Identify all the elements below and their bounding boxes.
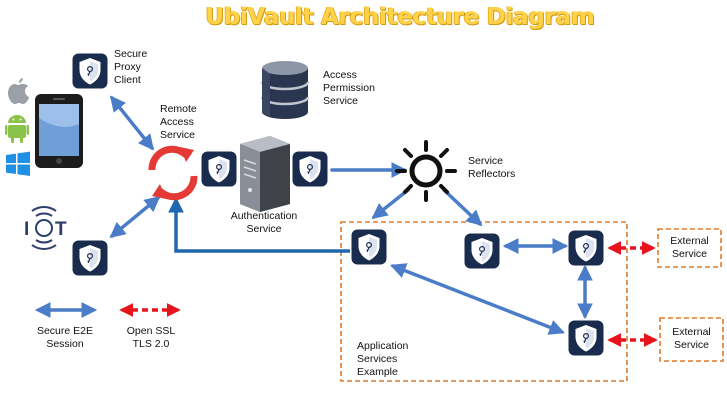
link-reflector-to-app-mid (442, 188, 483, 227)
shield-icon-app-left (351, 229, 387, 265)
label-access-permission-service: Access Permission Service (323, 69, 375, 107)
sun-reflector-icon (395, 140, 457, 202)
link-reflector-to-app-left (371, 188, 410, 219)
shield-icon-auth-service (292, 151, 328, 187)
windows-icon (6, 151, 30, 176)
label-external-service-2: External Service (672, 326, 711, 351)
external-service-box-2 (659, 317, 724, 362)
external-service-box-1 (657, 228, 722, 268)
database-icon (260, 61, 310, 119)
shield-icon-remote-access (201, 151, 237, 187)
link-proxy-to-remote (110, 95, 154, 151)
server-icon (240, 136, 290, 212)
shield-icon-app-top-right (568, 230, 604, 266)
label-external-service-1: External Service (670, 235, 709, 260)
shield-icon-app-mid (464, 233, 500, 269)
legend-label-open-ssl: Open SSL TLS 2.0 (126, 325, 176, 350)
link-iot-to-remote (109, 195, 161, 239)
label-authentication-service: Authentication Service (230, 210, 298, 235)
application-services-group-box (340, 221, 628, 382)
shield-icon-proxy-client (72, 53, 108, 89)
smartphone-icon (35, 94, 83, 168)
label-application-services-example: Application Services Example (357, 340, 409, 378)
link-app-left-to-remote (168, 196, 350, 253)
shield-icon-app-bottom-right (568, 320, 604, 356)
diagram-title: UbiVault Architecture Diagram (205, 4, 595, 30)
shield-icon-iot (72, 240, 108, 276)
android-icon (5, 115, 29, 143)
link-app-left-to-bottom-right (390, 263, 565, 335)
label-secure-proxy-client: Secure Proxy Client (114, 48, 148, 86)
refresh-cycle-icon (148, 145, 198, 201)
label-remote-access-service: Remote Access Service (160, 103, 197, 141)
label-service-reflectors: Service Reflectors (468, 155, 516, 180)
apple-icon (8, 78, 29, 104)
legend-label-secure-e2e: Secure E2E Session (36, 325, 94, 350)
